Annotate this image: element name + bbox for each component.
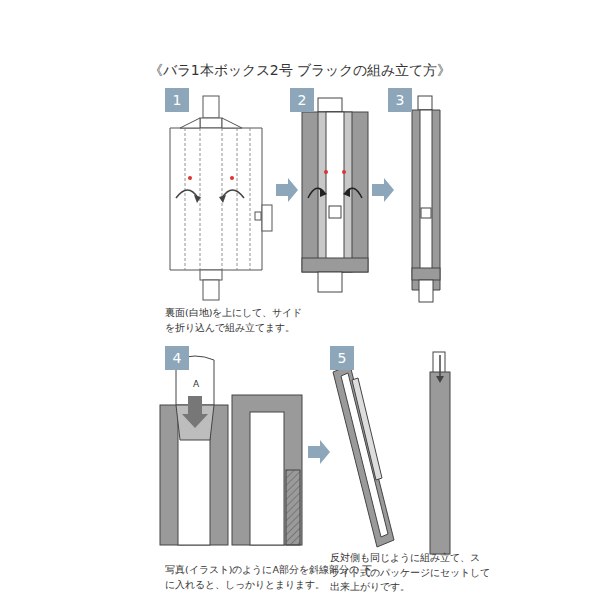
step-number-box: 1 (165, 88, 189, 112)
diagram-title: 《バラ1本ボックス2号 ブラックの組み立て方》 (149, 62, 451, 80)
step-number-box: 5 (330, 346, 354, 370)
step-number: 4 (173, 351, 182, 365)
step-number: 1 (173, 93, 182, 107)
step-number: 5 (338, 351, 347, 365)
step-number-box: 4 (165, 346, 189, 370)
step-number: 2 (298, 93, 307, 107)
step-number: 3 (396, 93, 405, 107)
step-number-box: 3 (388, 88, 412, 112)
instruction-note: 裏面(白地)を上にして、サイド を折り込んで組み立てます。 (165, 306, 307, 335)
step-number-box: 2 (290, 88, 314, 112)
instruction-note: 反対側も同じように組み立て、ス ライド式のパッケージにセットして 出来上がりです… (330, 551, 490, 595)
flap-letter: A (193, 378, 199, 392)
